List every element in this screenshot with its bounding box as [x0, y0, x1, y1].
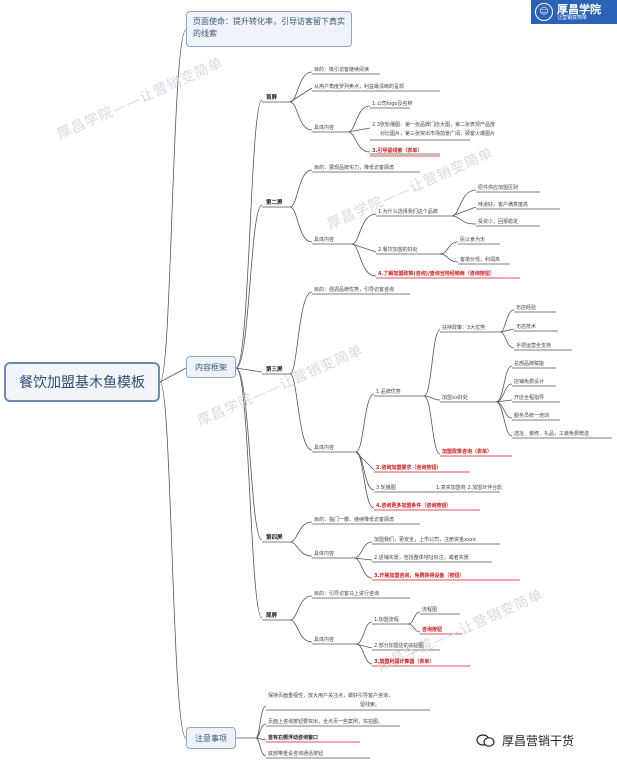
- s5-content-label: 具体内容: [314, 637, 335, 643]
- note-1b: 留线索。: [360, 702, 381, 708]
- s3-join-3: 开店全程指导: [514, 395, 545, 401]
- s1-from-user: 从用户角度罗列卖点，利益最清晰的呈现: [314, 84, 405, 90]
- s5-item-2: 2.部分加盟店的实拍图: [374, 643, 424, 649]
- s3-policy-3: 手把运营全支持: [516, 343, 552, 349]
- s2-q2: 2.餐饮加盟的好处: [378, 247, 418, 253]
- s1-item-2a: 2.3张轮播图：第一张品牌门店大图，第二张表现产品度: [372, 122, 495, 128]
- s5-item-1b: 咨询按钮: [422, 627, 443, 633]
- wechat-account-name: 厚昌营销干货: [502, 734, 575, 748]
- s3-advantage: 1.品牌优势: [376, 389, 401, 395]
- root-node: 餐饮加盟基木鱼模板: [4, 362, 160, 402]
- s3-item-3a: 1.真实加盟商 2.加盟伙伴合影: [436, 485, 503, 491]
- s1-content-label: 具体内容: [314, 125, 335, 131]
- note-2: 页面上咨询按钮要突出，全点页一些案例，实拍图。: [268, 719, 384, 725]
- screen-2-label: 第二屏: [266, 200, 283, 206]
- brand-logo: ☺ 厚昌学院 让营销变简单: [531, 0, 617, 24]
- s3-join-2: 店铺免费设计: [514, 379, 545, 385]
- s1-item-2b: 对比图片，第三张突出市场前景广阔，顾客火爆图片: [380, 131, 496, 137]
- s5-goal: 目的：引导访客马上进行咨询: [314, 591, 380, 597]
- s3-join-1: 总部品牌赋能: [514, 361, 545, 367]
- branch-mission: 页面使命：提升转化率，引导访客留下真实的线索: [186, 11, 352, 47]
- s3-join-4: 服务员统一培训: [514, 413, 550, 419]
- s4-item-1: 加盟我们，更安全，上市公司，注册资金xxxx: [374, 537, 476, 543]
- s4-goal: 目的：临门一脚，继续降低访客顾虑: [314, 517, 395, 523]
- s3-content-label: 具体内容: [314, 445, 335, 451]
- s2-q1a: 原件供应加盟区别: [478, 185, 519, 191]
- s4-content-label: 具体内容: [314, 551, 335, 557]
- s5-item-3: 3.加盟利润计算器（表单）: [374, 659, 435, 665]
- s1-goal: 目的：吸引访客继续阅读: [314, 67, 370, 73]
- s3-item-3: 3.轮播图: [376, 485, 396, 491]
- s2-q1: 1.为什么选择我们这个品牌: [378, 209, 438, 215]
- s3-item-4: 4.咨询更多加盟条件（咨询按钮）: [376, 503, 452, 509]
- s1-item-3: 3.引导留线索（表单）: [372, 148, 423, 154]
- s1-item-1: 1.公司logo及名称: [372, 101, 413, 107]
- screen-4-label: 第四屏: [266, 535, 283, 541]
- s2-q1c: 投资少，回报稳定: [478, 219, 519, 225]
- screen-5-label: 尾屏: [266, 613, 278, 619]
- screen-1-label: 首屏: [266, 95, 278, 101]
- s3-item-2: 2.咨询加盟要求（咨询按钮）: [376, 465, 442, 471]
- wechat-icon: [476, 733, 495, 747]
- s3-goal: 目的：强调品牌优势，引导访客咨询: [314, 287, 395, 293]
- s2-q2a: 民以食为天: [460, 237, 486, 243]
- s4-item-2: 2.店铺实景，包括整体地址标注，或者实景: [374, 555, 469, 561]
- branch-notes: 注意事项: [186, 727, 236, 749]
- s3-join-5: 选址、装修、礼品，工装免费赠送: [514, 431, 590, 437]
- s5-item-1: 1.加盟流程: [374, 617, 399, 623]
- s5-item-1a: 流程图: [422, 607, 438, 613]
- logo-name: 厚昌学院: [557, 2, 601, 16]
- s2-q2b: 客单价低，利润高: [460, 257, 501, 263]
- note-3: 首有右侧浮动咨询窗口: [268, 735, 319, 741]
- logo-subtitle: 让营销变简单: [557, 14, 588, 21]
- note-4: 底部带重设咨询通话按钮: [268, 751, 324, 757]
- s2-q4: 4.了解加盟政策(咨询)/查询当地经销商（咨询按钮）: [378, 271, 495, 277]
- branch-framework: 内容框架: [186, 356, 236, 378]
- s3-policy-2: 无店技术: [516, 324, 537, 330]
- wechat-account: 厚昌营销干货: [476, 732, 574, 749]
- s2-q1b: 味道好，客户满意度高: [478, 202, 529, 208]
- note-1a: 保持页面重视性，放大用户关注点，做好引导客户咨询，: [268, 693, 394, 699]
- s2-goal: 目的：展现品牌实力，降低访客顾虑: [314, 165, 395, 171]
- s3-join-benefits: 加盟xx好处: [442, 395, 468, 401]
- s3-policy-1: 无店经验: [516, 305, 537, 311]
- s3-policy: 扶持政策：3大优势: [442, 325, 486, 331]
- s3-consult-form: 加盟政策咨询（表单）: [442, 449, 493, 455]
- s2-content-label: 具体内容: [314, 237, 335, 243]
- screen-3-label: 第三屏: [266, 367, 283, 373]
- s4-item-3: 3.开展加盟咨询，免费获得设备（按钮）: [374, 573, 465, 579]
- logo-mark-icon: ☺: [535, 3, 553, 21]
